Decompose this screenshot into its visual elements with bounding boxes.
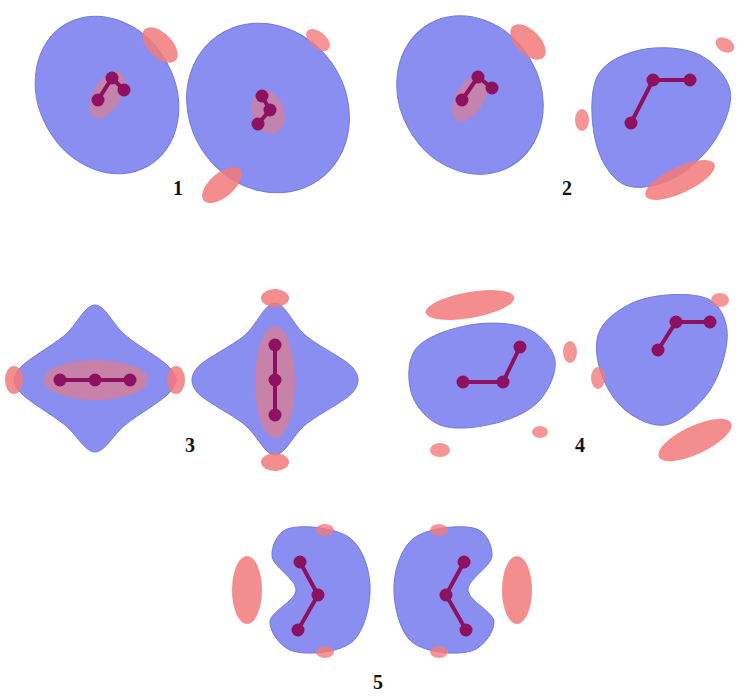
atom (684, 74, 697, 87)
triatomic-molecule (440, 556, 473, 637)
red-lobe (136, 21, 184, 69)
triatomic-molecule (652, 316, 717, 357)
red-lobe (44, 360, 148, 400)
figure-number: 2 (562, 177, 572, 200)
atom (92, 94, 105, 107)
red-lobe (430, 646, 448, 658)
red-lobe (255, 326, 295, 438)
blue-lobe (368, 0, 571, 201)
atom (256, 90, 269, 103)
blue-lobe (270, 527, 370, 653)
atom (514, 341, 527, 354)
red-lobe (591, 367, 605, 389)
blue-lobe (7, 0, 207, 200)
blue-lobe (596, 294, 727, 425)
red-lobe (167, 366, 185, 394)
red-lobe (430, 524, 448, 536)
atom (124, 374, 137, 387)
red-lobe (261, 289, 289, 307)
triatomic-molecule (92, 72, 131, 107)
red-lobe (302, 25, 334, 55)
blue-lobe (154, 0, 383, 225)
blue-lobe (394, 527, 494, 653)
atom (652, 344, 665, 357)
figure-number: 4 (575, 434, 585, 457)
triatomic-molecule (269, 339, 282, 422)
red-isosurfaces (5, 18, 737, 658)
atom (294, 556, 307, 569)
red-lobe (245, 86, 290, 138)
atom (89, 374, 102, 387)
red-lobe (196, 160, 248, 209)
atom (625, 117, 638, 130)
atom (269, 339, 282, 352)
atom (106, 72, 119, 85)
triatomic-molecule (252, 90, 277, 131)
atom (460, 624, 473, 637)
red-lobe (504, 18, 552, 66)
atom (264, 104, 277, 117)
blue-isosurfaces (7, 0, 731, 653)
atom (670, 316, 683, 329)
red-lobe (316, 524, 334, 536)
red-lobe (232, 556, 262, 624)
bond (463, 347, 520, 382)
red-lobe (532, 426, 548, 438)
red-lobe (5, 366, 23, 394)
triatomic-molecule (292, 556, 325, 637)
triatomic-molecule (456, 71, 499, 107)
atom (457, 376, 470, 389)
blue-lobe (409, 323, 556, 428)
atom (252, 118, 265, 131)
bond (631, 80, 690, 123)
atom (456, 94, 469, 107)
atom (312, 589, 325, 602)
triatomic-molecule (625, 74, 697, 130)
atom (118, 84, 131, 97)
red-lobe (430, 443, 450, 457)
atom (647, 74, 660, 87)
bond (658, 322, 710, 350)
atom (292, 624, 305, 637)
red-lobe (640, 152, 720, 208)
red-lobe (445, 68, 495, 127)
red-lobe (502, 556, 532, 624)
red-lobe (563, 341, 577, 363)
atom (497, 376, 510, 389)
atom (54, 374, 67, 387)
atom (269, 409, 282, 422)
atom (486, 82, 499, 95)
blue-lobe (192, 303, 358, 455)
molecules (54, 71, 717, 637)
red-lobe (713, 34, 737, 56)
red-lobe (423, 284, 516, 325)
atom (472, 71, 485, 84)
red-lobe (316, 646, 334, 658)
blue-lobe (14, 305, 176, 452)
atom (269, 374, 282, 387)
atom (440, 589, 453, 602)
red-lobe (82, 65, 132, 124)
triatomic-molecule (54, 374, 137, 387)
figure-number: 1 (173, 177, 183, 200)
figure-number: 5 (373, 671, 383, 694)
atom (458, 556, 471, 569)
red-lobe (653, 410, 737, 469)
atom (704, 316, 717, 329)
red-lobe (711, 293, 729, 307)
figure-number: 3 (185, 434, 195, 457)
triatomic-molecule (457, 341, 527, 389)
red-lobe (261, 453, 289, 471)
red-lobe (575, 109, 589, 131)
